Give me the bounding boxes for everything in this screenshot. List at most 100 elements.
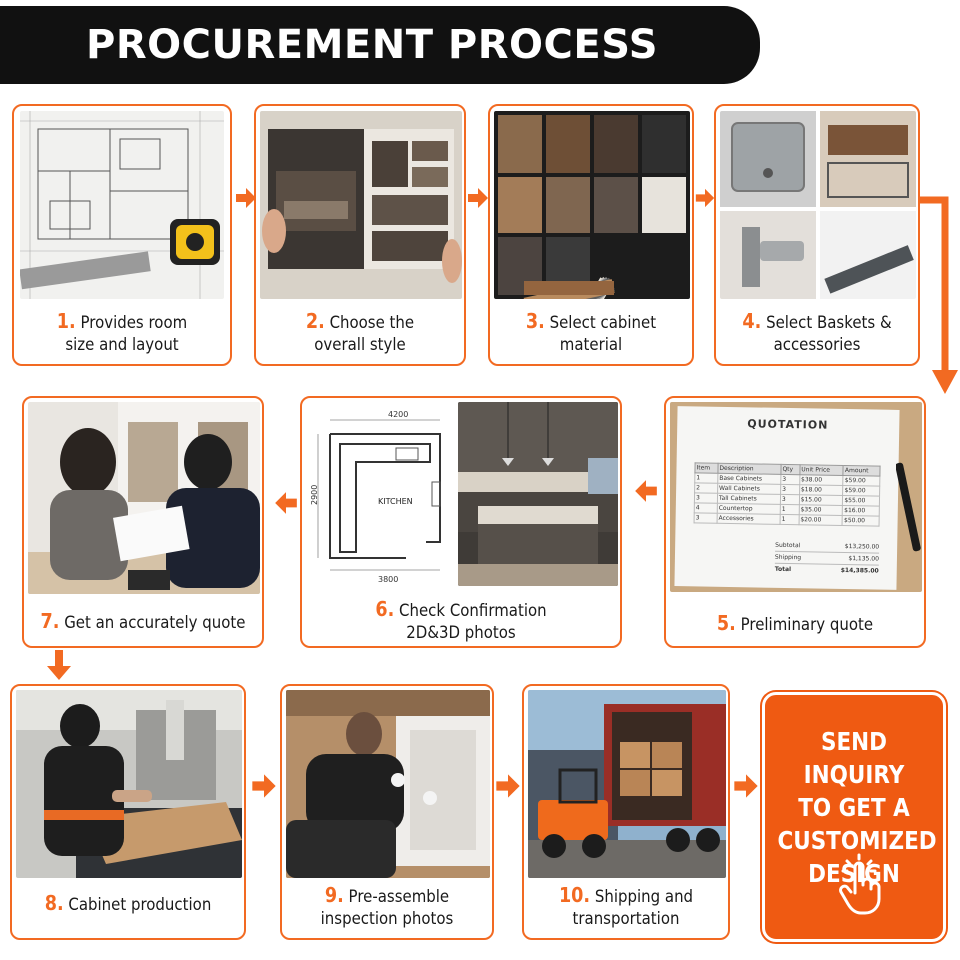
- title-banner: PROCUREMENT PROCESS: [0, 6, 760, 84]
- arrow-right-icon: [236, 188, 256, 208]
- step-3-line2: material: [559, 335, 623, 355]
- step-2-number: 2.: [305, 309, 325, 333]
- step-6-line1: Check Confirmation: [399, 601, 547, 621]
- plan-width-label: 4200: [388, 410, 408, 419]
- table-cell: 1: [780, 514, 799, 525]
- shipping-value: $1,135.00: [848, 555, 880, 563]
- step-2-line1: Choose the: [329, 313, 415, 333]
- step-5-line1: Preliminary quote: [740, 615, 874, 635]
- table-cell: 3: [780, 474, 800, 485]
- quotation-document: QUOTATION Item Description Qty Unit Pric…: [670, 402, 922, 592]
- step-6-caption: 6. Check Confirmation 2D&3D photos: [321, 598, 601, 644]
- table-cell: Accessories: [716, 513, 781, 525]
- floor-plan-2d-drawing: 4200 2900 3800 KITCHEN: [306, 402, 456, 586]
- table-cell: 3: [780, 484, 800, 495]
- send-inquiry-button[interactable]: SEND INQUIRY TO GET A CUSTOMIZED DESIGN: [762, 692, 946, 942]
- page-title: PROCUREMENT PROCESS: [86, 22, 659, 68]
- step-3-caption: 3. Select cabinet material: [502, 310, 680, 356]
- table-cell: $50.00: [842, 515, 880, 527]
- step-5-number: 5.: [716, 611, 736, 635]
- table-cell: 1: [694, 472, 718, 484]
- step-3-line1: Select cabinet: [549, 313, 657, 333]
- table-cell: 1: [780, 504, 800, 515]
- consultation-photo: [28, 402, 260, 594]
- step-6-line2: 2D&3D photos: [406, 623, 516, 643]
- step-9-line1: Pre-assemble: [348, 887, 450, 907]
- step-5-card: QUOTATION Item Description Qty Unit Pric…: [664, 396, 926, 648]
- quotation-sheet: QUOTATION Item Description Qty Unit Pric…: [674, 406, 900, 590]
- step-10-line1: Shipping and: [594, 887, 694, 907]
- cta-line-1: SEND INQUIRY: [803, 727, 905, 789]
- table-cell: 4: [694, 502, 718, 514]
- step-8-card: 8. Cabinet production: [10, 684, 246, 940]
- cta-line-3: CUSTOMIZED: [777, 826, 937, 855]
- step-1-line2: size and layout: [65, 335, 179, 355]
- table-cell: $16.00: [842, 505, 880, 517]
- kitchen-3d-render: [458, 402, 618, 586]
- step-7-caption: 7. Get an accurately quote: [38, 610, 247, 634]
- step-2-caption: 2. Choose the overall style: [268, 310, 451, 356]
- step-4-caption: 4. Select Baskets & accessories: [728, 310, 906, 356]
- step-1-line1: Provides room: [80, 313, 188, 333]
- step-9-line2: inspection photos: [320, 909, 454, 929]
- step-8-line1: Cabinet production: [68, 895, 212, 915]
- pen-icon: [896, 462, 921, 552]
- arrow-down-elbow-icon: [920, 196, 958, 394]
- cnc-production-photo: [16, 690, 242, 878]
- step-10-line2: transportation: [572, 909, 680, 929]
- quotation-header-cell: Qty: [780, 464, 800, 475]
- plan-room-label: KITCHEN: [378, 497, 413, 506]
- arrow-right-icon: [496, 774, 520, 798]
- step-1-number: 1.: [56, 309, 76, 333]
- step-1-caption: 1. Provides room size and layout: [27, 310, 217, 356]
- arrow-right-icon: [468, 188, 488, 208]
- shipping-photo: [528, 690, 726, 878]
- step-2-card: 2. Choose the overall style: [254, 104, 466, 366]
- step-4-line1: Select Baskets &: [766, 313, 892, 333]
- table-cell: $59.00: [843, 475, 880, 487]
- quotation-totals: Subtotal $13,250.00 Shipping $1,135.00 T…: [774, 539, 880, 577]
- step-10-card: 10. Shipping and transportation: [522, 684, 730, 940]
- quotation-header-cell: Item: [694, 462, 719, 474]
- step-9-number: 9.: [324, 883, 344, 907]
- total-value: $14,385.00: [840, 566, 879, 575]
- pointer-hand-icon: [839, 853, 881, 915]
- step-3-card: 3. Select cabinet material: [488, 104, 694, 366]
- step-7-line1: Get an accurately quote: [64, 613, 246, 633]
- arrow-down-icon: [47, 650, 71, 680]
- arrow-left-icon: [275, 492, 297, 514]
- step-4-line2: accessories: [773, 335, 861, 355]
- table-cell: $59.00: [842, 485, 880, 497]
- step-10-number: 10.: [558, 883, 591, 907]
- table-row: 3 Accessories 1 $20.00 $50.00: [694, 512, 880, 527]
- step-2-line2: overall style: [314, 335, 406, 355]
- step-3-number: 3.: [525, 309, 545, 333]
- step-6-number: 6.: [375, 597, 395, 621]
- accessories-photo: [720, 111, 916, 299]
- step-4-number: 4.: [742, 309, 762, 333]
- style-catalog-photo: [260, 111, 462, 299]
- step-7-number: 7.: [40, 609, 60, 633]
- subtotal-value: $13,250.00: [844, 543, 880, 551]
- floor-plan-photo: [20, 111, 224, 299]
- step-5-caption: 5. Preliminary quote: [681, 612, 908, 636]
- table-cell: 3: [694, 512, 718, 524]
- table-cell: $55.00: [842, 495, 880, 507]
- step-10-caption: 10. Shipping and transportation: [536, 884, 716, 930]
- step-1-card: 1. Provides room size and layout: [12, 104, 232, 366]
- step-4-card: 4. Select Baskets & accessories: [714, 104, 920, 366]
- arrow-right-icon: [252, 774, 276, 798]
- quotation-header-cell: Amount: [843, 465, 881, 477]
- step-8-caption: 8. Cabinet production: [26, 892, 230, 916]
- step-9-caption: 9. Pre-assemble inspection photos: [295, 884, 480, 930]
- cta-line-2: TO GET A: [798, 793, 910, 822]
- arrow-right-icon: [695, 188, 715, 208]
- table-cell: 3: [694, 492, 718, 504]
- quotation-table: Item Description Qty Unit Price Amount 1…: [694, 462, 881, 527]
- inspection-photo: [286, 690, 490, 878]
- arrow-left-icon: [635, 480, 657, 502]
- step-7-card: 7. Get an accurately quote: [22, 396, 264, 648]
- plan-height-label: 2900: [310, 485, 319, 505]
- arrow-right-icon: [734, 774, 758, 798]
- total-label: Total: [774, 565, 792, 574]
